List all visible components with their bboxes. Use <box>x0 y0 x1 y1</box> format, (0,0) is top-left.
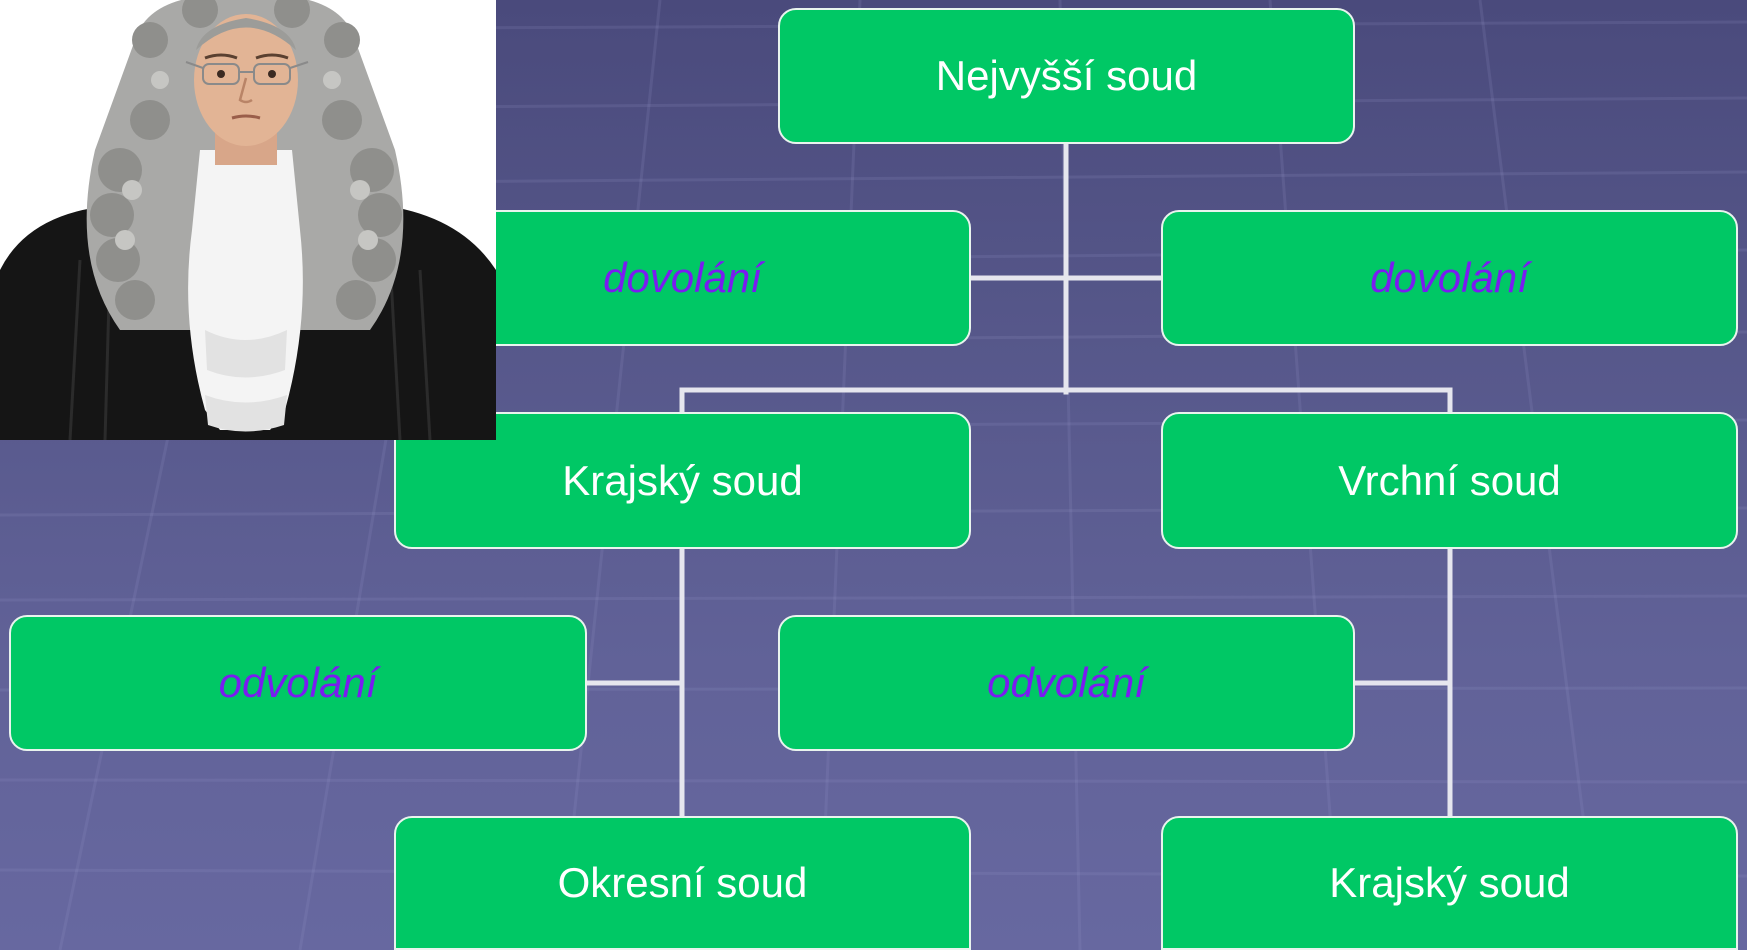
judge-photo <box>0 0 496 440</box>
node-regional-court-bottom-label: Krajský soud <box>1329 859 1570 906</box>
node-appeal-odvolani-center: odvolání <box>778 615 1355 751</box>
node-high-court: Vrchní soud <box>1161 412 1738 549</box>
node-district-court: Okresní soud <box>394 816 971 950</box>
node-supreme-court-label: Nejvyšší soud <box>935 52 1198 99</box>
node-appeal-odvolani-left-label: odvolání <box>218 659 378 706</box>
node-supreme-court: Nejvyšší soud <box>778 8 1355 144</box>
node-district-court-label: Okresní soud <box>557 859 808 906</box>
node-appeal-dovolani-right-label: dovolání <box>1370 254 1529 301</box>
node-regional-court-label: Krajský soud <box>562 456 803 504</box>
node-appeal-odvolani-left: odvolání <box>9 615 587 751</box>
node-appeal-dovolani-left-label: dovolání <box>603 254 762 301</box>
node-appeal-odvolani-center-label: odvolání <box>987 659 1146 706</box>
node-regional-court-bottom: Krajský soud <box>1161 816 1738 950</box>
node-high-court-label: Vrchní soud <box>1338 456 1561 504</box>
judge-portrait-icon <box>0 0 496 440</box>
node-appeal-dovolani-right: dovolání <box>1161 210 1738 346</box>
